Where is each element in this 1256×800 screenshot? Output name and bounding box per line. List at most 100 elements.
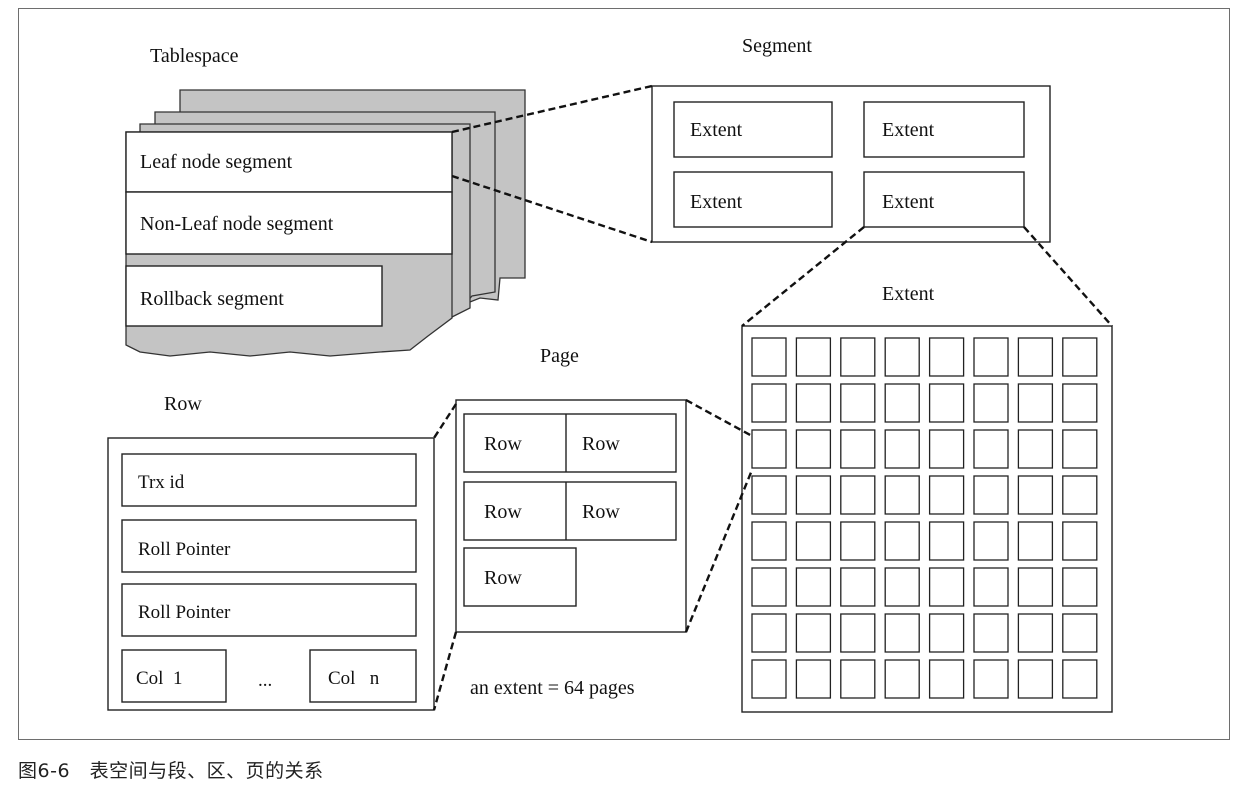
page-cell	[840, 337, 876, 377]
segment-extent-box-3	[673, 171, 833, 228]
page-cell	[1062, 659, 1098, 699]
connector-page-row-bottom	[432, 631, 458, 711]
page-cell	[928, 475, 965, 515]
page-row-single	[463, 547, 577, 607]
roll-pointer-box-2	[121, 583, 417, 637]
tablespace-group: Tablespace Leaf node segment Non-Leaf no…	[125, 45, 526, 357]
page-cell	[884, 613, 920, 653]
page-cell	[1017, 613, 1054, 653]
page-cell	[928, 659, 965, 699]
page-cell	[884, 567, 920, 607]
trx-id-box	[121, 453, 417, 507]
row-title: Row	[164, 393, 202, 415]
page-cell	[973, 613, 1009, 653]
page-cell	[840, 429, 876, 469]
segment-extent-box-1	[673, 101, 833, 158]
page-cell	[1062, 567, 1098, 607]
page-cell	[1062, 337, 1098, 377]
tablespace-title: Tablespace	[150, 45, 239, 67]
page-cell	[1062, 613, 1098, 653]
page-row-label-2: Row	[582, 433, 620, 455]
page-row-label-5: Row	[484, 567, 522, 589]
page-cell	[1017, 383, 1054, 423]
page-title: Page	[540, 345, 579, 367]
page-cell	[884, 383, 920, 423]
page-cell	[928, 383, 965, 423]
connector-segment-extent-left	[741, 226, 865, 327]
page-cell	[1062, 475, 1098, 515]
page-cell	[928, 521, 965, 561]
page-cell	[1017, 337, 1054, 377]
page-cell	[928, 613, 965, 653]
leaf-node-segment-box	[125, 131, 453, 193]
connector-extent-page-bottom	[684, 469, 754, 633]
page-cell	[1062, 383, 1098, 423]
page-cell	[751, 613, 787, 653]
connector-tablespace-segment-bottom	[451, 174, 653, 244]
col-first-label: Col 1	[136, 668, 182, 689]
segment-extent-box-4	[863, 171, 1025, 228]
page-cell	[1017, 567, 1054, 607]
page-cell	[1017, 429, 1054, 469]
page-cell	[840, 521, 876, 561]
connector-extent-page-top	[685, 398, 753, 438]
page-cell	[973, 567, 1009, 607]
page-cell	[973, 659, 1009, 699]
trx-id-label: Trx id	[138, 472, 185, 493]
segment-extent-label-3: Extent	[690, 191, 743, 213]
roll-pointer-label-1: Roll Pointer	[138, 539, 231, 560]
page-cell	[884, 659, 920, 699]
col-last-box	[309, 649, 417, 703]
page-cell	[1017, 521, 1054, 561]
page-cell	[795, 475, 832, 515]
page-cell	[751, 337, 787, 377]
page-cell	[795, 521, 832, 561]
col-last-label: Col n	[328, 668, 380, 689]
segment-group: Segment Extent Extent Extent Extent	[651, 35, 1051, 243]
segment-extent-label-1: Extent	[690, 119, 743, 141]
rollback-segment-label: Rollback segment	[140, 288, 284, 310]
non-leaf-node-segment-box	[125, 191, 453, 255]
page-cell	[884, 429, 920, 469]
extent-pages-note: an extent = 64 pages	[470, 677, 635, 699]
extent-title: Extent	[882, 283, 935, 305]
page-cell	[751, 521, 787, 561]
page-cell	[928, 337, 965, 377]
page-cell	[840, 475, 876, 515]
page-cell	[795, 613, 832, 653]
page-cell	[840, 659, 876, 699]
page-group: Page Row Row Row Row Row an extent = 64 …	[455, 345, 687, 699]
roll-pointer-box-1	[121, 519, 417, 573]
page-cell	[973, 521, 1009, 561]
page-cell	[795, 429, 832, 469]
page-cell	[840, 383, 876, 423]
leaf-node-segment-label: Leaf node segment	[140, 151, 293, 173]
page-cell	[973, 383, 1009, 423]
col-first-box	[121, 649, 227, 703]
roll-pointer-label-2: Roll Pointer	[138, 602, 231, 623]
extent-group: Extent	[741, 283, 1113, 713]
page-cell	[840, 567, 876, 607]
connector-page-row-top	[432, 403, 458, 439]
page-cell	[795, 383, 832, 423]
connector-segment-extent-right	[1023, 226, 1113, 327]
connectors	[432, 84, 1113, 711]
row-group: Row Trx id Roll Pointer Roll Pointer Col…	[107, 393, 435, 711]
page-cell	[751, 383, 787, 423]
page-cell	[1062, 429, 1098, 469]
page-cell	[884, 337, 920, 377]
page-cell	[884, 521, 920, 561]
page-cell	[928, 429, 965, 469]
page-row-label-1: Row	[484, 433, 522, 455]
non-leaf-node-segment-label: Non-Leaf node segment	[140, 213, 334, 235]
rollback-segment-box	[125, 265, 383, 327]
segment-extent-box-2	[863, 101, 1025, 158]
segment-title: Segment	[742, 35, 812, 57]
segment-extent-label-2: Extent	[882, 119, 935, 141]
page-row-pair-2	[463, 481, 677, 541]
page-row-label-3: Row	[484, 501, 522, 523]
page-grid	[751, 337, 1098, 699]
segment-extent-label-4: Extent	[882, 191, 935, 213]
col-ellipsis: ...	[258, 670, 272, 691]
